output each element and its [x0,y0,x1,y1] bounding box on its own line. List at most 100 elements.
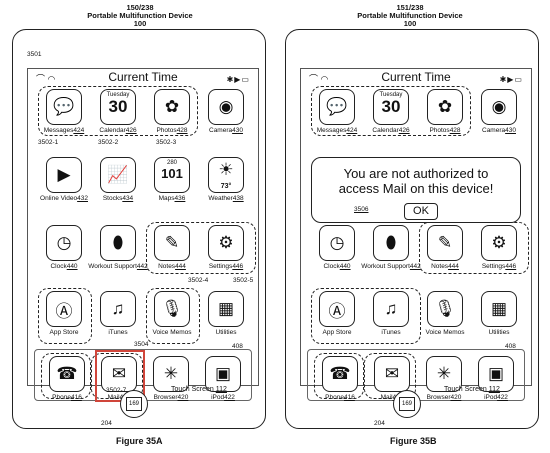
app-browser[interactable]: ✳Browser420 [422,356,466,412]
app-phone[interactable]: ☎ Phone416 [318,356,362,412]
app-messages[interactable]: 💬Messages424 [42,89,86,145]
envelope-icon: ✉ [101,356,137,392]
figure-35a-header: 150/238 Portable Multifunction Device 10… [40,4,240,28]
status-title: Current Time [381,70,451,84]
app-label: Online Video432 [40,195,88,202]
speech-bubble-icon: 💬 [319,89,355,125]
app-camera[interactable]: ◉Camera430 [204,89,248,145]
gear-icon: ⚙ [481,225,517,261]
home-button[interactable]: 169 [120,390,148,418]
app-app-store[interactable]: Ⓐ App Store [315,291,359,347]
weather-temp: 73° [220,183,232,190]
app-itunes[interactable]: ♫ iTunes [369,291,413,347]
figure-35b-label: Figure 35B [390,436,437,446]
app-voice-memos[interactable]: 🎙Voice Memos [423,291,467,347]
home-button[interactable]: 169 [393,390,421,418]
app-label: Weather438 [208,195,244,202]
group-dashed-phone [41,353,91,399]
app-settings[interactable]: ⚙Settings446 [204,225,248,281]
home-num: 204 [374,420,385,427]
grid-icon: ▦ [208,291,244,327]
app-photos[interactable]: ✿ Photos428 [423,89,467,145]
app-notes[interactable]: ✎Notes444 [150,225,194,281]
clock-icon: ◷ [319,225,355,261]
alert-message-line1: You are not authorized to [343,166,489,181]
app-label: Camera430 [482,127,516,134]
app-ipod[interactable]: ▣iPod422 [201,356,245,412]
flower-icon: ✿ [154,89,190,125]
app-label: Utilities [215,329,237,336]
dock-tray: ☎Phone416✉Mail418✳Browser420▣iPod422 [307,349,525,401]
music-note-icon: ♫ [100,291,136,327]
phone-icon: ☎ [49,356,85,392]
app-label: Photos428 [429,127,461,134]
app-label: Clock440 [323,263,351,270]
app-workout-support[interactable]: ⬮Workout Support442 [361,225,421,281]
phone-icon: ☎ [322,356,358,392]
app-label: Browser420 [153,394,189,401]
app-label: App Store [322,329,352,336]
sun-icon: ☀73° [208,157,244,193]
device-title: Portable Multifunction Device [357,11,463,20]
ref-tray_num: 408 [232,343,243,350]
app-photos[interactable]: ✿Photos428 [150,89,194,145]
app-weather[interactable]: ☀73° Weather438 [204,157,248,213]
home-num: 204 [101,420,112,427]
ref-r2: 3502-2 [98,139,119,146]
app-settings[interactable]: ⚙Settings446 [477,225,521,281]
app-label: Notes444 [431,263,459,270]
app-workout-support[interactable]: ⬮Workout Support442 [88,225,148,281]
app-notes[interactable]: ✎ Notes444 [423,225,467,281]
app-label: Voice Memos [152,329,192,336]
app-label: Utilities [488,329,510,336]
app-store-icon: Ⓐ [319,291,355,327]
app-messages[interactable]: 💬Messages424 [315,89,359,145]
app-browser[interactable]: ✳Browser420 [149,356,193,412]
figure-35b-header: 151/238 Portable Multifunction Device 10… [310,4,510,28]
group-dashed-appstore-itunes [311,288,421,344]
app-voice-memos[interactable]: 🎙Voice Memos [150,291,194,347]
app-label: Browser420 [426,394,462,401]
app-camera[interactable]: ◉Camera430 [477,89,521,145]
app-label: Phone416 [325,394,355,401]
app-label: Calendar426 [99,127,137,134]
notes-icon: ✎ [427,225,463,261]
group-dashed-mail [91,353,143,399]
app-ipod[interactable]: ▣iPod422 [474,356,518,412]
calendar-date: 30 [381,97,401,116]
music-note-icon: ♫ [373,291,409,327]
calendar-day: Tuesday [106,92,130,98]
app-clock[interactable]: ◷Clock440 [42,225,86,281]
app-label: Notes444 [158,263,186,270]
app-stocks[interactable]: 📈Stocks434 [96,157,140,213]
app-label: Stocks434 [102,195,134,202]
map-sign: 280 [166,160,177,166]
app-label: iTunes [381,329,401,336]
group-dashed-notes-settings [146,222,256,274]
app-itunes[interactable]: ♫iTunes [96,291,140,347]
ipod-icon: ▣ [205,356,241,392]
sheet-number: 150/238 [126,3,154,12]
device-title: Portable Multifunction Device [87,11,193,20]
screen-ref: 3501 [27,51,42,58]
status-bar: ⌒ ◠ Current Time ✱▶▭ [301,69,531,85]
ok-button[interactable]: OK [404,203,438,220]
app-clock[interactable]: ◷ Clock440 [315,225,359,281]
app-utilities[interactable]: ▦Utilities [477,291,521,347]
app-utilities[interactable]: ▦ Utilities [204,291,248,347]
app-mail[interactable]: ✉Mail418 [97,356,141,412]
app-label: Workout Support442 [361,263,421,270]
app-online-video[interactable]: ▶Online Video432 [40,157,88,213]
group-dashed-appstore [38,288,92,344]
flower-icon: ✿ [427,89,463,125]
app-label: Calendar426 [372,127,410,134]
app-phone[interactable]: ☎Phone416 [45,356,89,412]
